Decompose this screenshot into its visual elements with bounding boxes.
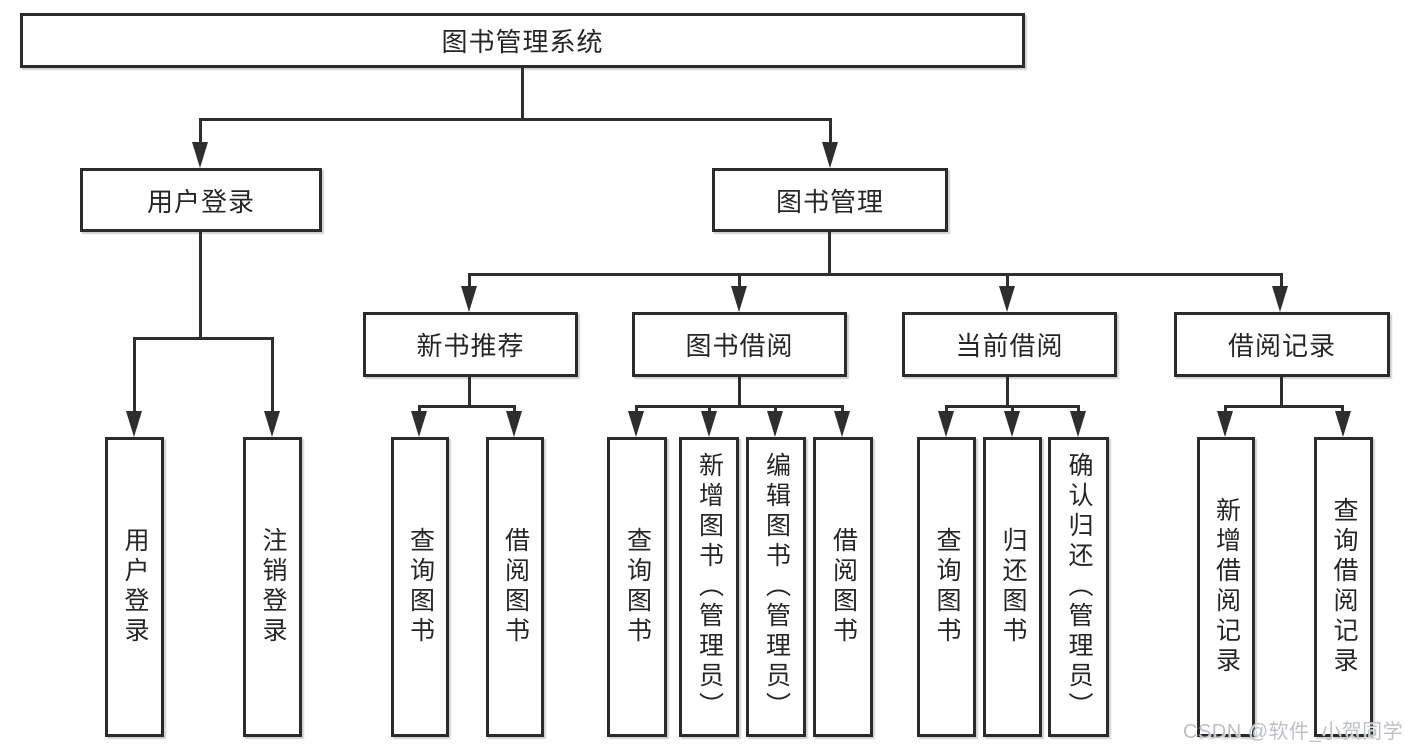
node-current-borrow-label: 当前借阅: [955, 331, 1064, 361]
leaf-borrow-query-books-label: 查询图书: [623, 527, 652, 647]
connector-line: [774, 405, 777, 415]
arrow-down-icon: [126, 411, 142, 437]
arrow-down-icon: [192, 142, 208, 168]
leaf-current-query-books-label: 查询图书: [933, 527, 961, 647]
leaf-logout-label: 注销登录: [259, 527, 287, 647]
connector-line: [1077, 405, 1080, 415]
csdn-watermark: CSDN @软件_小贺同学: [1183, 721, 1404, 743]
connector-line: [200, 118, 831, 121]
node-root: 图书管理系统: [20, 13, 1025, 68]
connector-line: [513, 405, 516, 415]
connector-line: [1280, 377, 1283, 408]
node-user-login: 用户登录: [80, 168, 322, 232]
arrow-down-icon: [264, 411, 280, 437]
leaf-user-login: 用户登录: [105, 437, 164, 737]
leaf-edit-books-admin-label: 编辑图书（管理员）: [762, 452, 791, 722]
connector-line: [708, 405, 711, 415]
connector-line: [1224, 405, 1344, 408]
arrow-down-icon: [701, 411, 717, 437]
connector-line: [1280, 273, 1283, 289]
node-borrow-records: 借阅记录: [1174, 312, 1390, 377]
connector-line: [1341, 405, 1344, 415]
connector-line: [133, 337, 136, 413]
leaf-confirm-return-admin: 确认归还（管理员）: [1048, 437, 1109, 737]
leaf-borrow-query-books: 查询图书: [607, 437, 667, 737]
connector-line: [841, 405, 844, 415]
arrow-down-icon: [1335, 411, 1351, 437]
arrow-down-icon: [999, 286, 1015, 312]
arrow-down-icon: [938, 411, 954, 437]
node-book-management-label: 图书管理: [775, 186, 884, 217]
leaf-add-borrow-record: 新增借阅记录: [1197, 437, 1255, 737]
connector-line: [418, 405, 421, 415]
node-user-login-label: 用户登录: [146, 186, 255, 217]
connector-line: [738, 273, 741, 289]
arrow-down-icon: [834, 411, 850, 437]
leaf-edit-books-admin: 编辑图书（管理员）: [746, 437, 806, 737]
leaf-borrow-books: 借阅图书: [813, 437, 873, 737]
leaf-logout: 注销登录: [243, 437, 302, 737]
arrow-down-icon: [506, 411, 522, 437]
leaf-recommend-borrow-books-label: 借阅图书: [501, 527, 530, 647]
arrow-down-icon: [1070, 411, 1086, 437]
arrow-down-icon: [628, 411, 644, 437]
node-book-management: 图书管理: [712, 168, 948, 232]
connector-line: [828, 232, 831, 276]
connector-line: [636, 405, 844, 408]
connector-line: [635, 405, 638, 415]
leaf-confirm-return-admin-label: 确认归还（管理员）: [1065, 452, 1093, 722]
arrow-down-icon: [1004, 411, 1020, 437]
leaf-add-books-admin-label: 新增图书（管理员）: [695, 452, 724, 722]
leaf-recommend-query-books-label: 查询图书: [406, 527, 435, 647]
connector-line: [1011, 405, 1014, 415]
connector-line: [468, 273, 1283, 276]
node-borrow-records-label: 借阅记录: [1227, 331, 1336, 361]
leaf-query-borrow-record-label: 查询借阅记录: [1330, 497, 1358, 677]
connector-line: [1006, 273, 1009, 289]
leaf-user-login-label: 用户登录: [121, 527, 149, 647]
connector-line: [829, 118, 832, 146]
node-book-borrow-label: 图书借阅: [685, 331, 794, 361]
connector-line: [271, 337, 274, 413]
connector-line: [468, 273, 471, 289]
arrow-down-icon: [767, 411, 783, 437]
node-book-borrow: 图书借阅: [632, 312, 847, 377]
connector-line: [1224, 405, 1227, 415]
leaf-current-query-books: 查询图书: [917, 437, 976, 737]
leaf-query-borrow-record: 查询借阅记录: [1314, 437, 1373, 737]
arrow-down-icon: [411, 411, 427, 437]
leaf-borrow-books-label: 借阅图书: [829, 527, 858, 647]
connector-line: [1006, 377, 1009, 408]
connector-line: [133, 337, 274, 340]
connector-line: [521, 68, 524, 121]
node-current-borrow: 当前借阅: [902, 312, 1117, 377]
leaf-return-books-label: 归还图书: [999, 527, 1027, 647]
node-new-book-recommend: 新书推荐: [363, 312, 578, 377]
node-new-book-recommend-label: 新书推荐: [416, 331, 525, 361]
arrow-down-icon: [1217, 411, 1233, 437]
leaf-recommend-borrow-books: 借阅图书: [486, 437, 544, 737]
leaf-recommend-query-books: 查询图书: [391, 437, 449, 737]
leaf-add-books-admin: 新增图书（管理员）: [679, 437, 739, 737]
connector-line: [945, 405, 948, 415]
node-root-label: 图书管理系统: [441, 27, 604, 57]
arrow-down-icon: [822, 142, 838, 168]
connector-line: [199, 232, 202, 340]
leaf-add-borrow-record-label: 新增借阅记录: [1212, 497, 1241, 677]
connector-line: [418, 405, 516, 408]
leaf-return-books: 归还图书: [983, 437, 1042, 737]
arrow-down-icon: [1272, 286, 1288, 312]
arrow-down-icon: [461, 286, 477, 312]
connector-line: [199, 118, 202, 146]
connector-line: [468, 377, 471, 408]
connector-line: [738, 377, 741, 408]
arrow-down-icon: [731, 286, 747, 312]
